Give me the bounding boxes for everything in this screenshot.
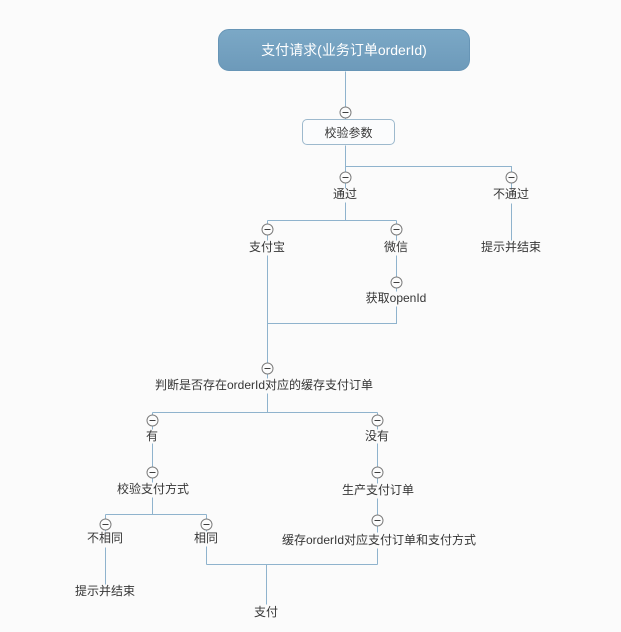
- collapse-toggle-icon[interactable]: [390, 276, 403, 289]
- collapse-toggle-icon[interactable]: [371, 414, 384, 427]
- edge-merge-pay: [206, 546, 378, 605]
- collapse-toggle-icon[interactable]: [339, 106, 352, 119]
- collapse-toggle-icon[interactable]: [371, 466, 384, 479]
- node-get-openid[interactable]: 获取openId: [365, 291, 427, 305]
- edge-openid-merge: [267, 306, 397, 324]
- node-cache-pay-order[interactable]: 缓存orderId对应支付订单和支付方式: [281, 533, 477, 547]
- collapse-toggle-icon[interactable]: [371, 514, 384, 527]
- collapse-toggle-icon[interactable]: [505, 171, 518, 184]
- collapse-toggle-icon[interactable]: [261, 223, 274, 236]
- edge-checkcache-branches: [152, 393, 378, 430]
- collapse-toggle-icon[interactable]: [146, 414, 159, 427]
- node-fail[interactable]: 不通过: [492, 187, 530, 201]
- node-not-same[interactable]: 不相同: [86, 531, 124, 545]
- collapse-toggle-icon[interactable]: [339, 171, 352, 184]
- node-fail-end[interactable]: 提示并结束: [480, 240, 542, 254]
- collapse-toggle-icon[interactable]: [146, 466, 159, 479]
- node-has-cache[interactable]: 有: [145, 429, 159, 443]
- edge-pass-branches: [267, 202, 397, 241]
- node-create-pay-order[interactable]: 生产支付订单: [341, 483, 415, 497]
- collapse-toggle-icon[interactable]: [200, 518, 213, 531]
- node-check-cache[interactable]: 判断是否存在orderId对应的缓存支付订单: [154, 378, 374, 392]
- node-verify-pay-method[interactable]: 校验支付方式: [116, 482, 190, 496]
- node-same[interactable]: 相同: [193, 531, 219, 545]
- collapse-toggle-icon[interactable]: [390, 223, 403, 236]
- node-wechat[interactable]: 微信: [383, 240, 409, 254]
- edge-verify-branches: [105, 497, 207, 532]
- node-no-cache[interactable]: 没有: [364, 429, 390, 443]
- node-not-same-end[interactable]: 提示并结束: [74, 584, 136, 598]
- node-pass[interactable]: 通过: [332, 187, 358, 201]
- edge-validate-branches: [345, 145, 512, 189]
- collapse-toggle-icon[interactable]: [99, 518, 112, 531]
- node-pay[interactable]: 支付: [253, 605, 279, 619]
- node-alipay[interactable]: 支付宝: [248, 240, 286, 254]
- node-payment-request-root[interactable]: 支付请求(业务订单orderId): [218, 29, 470, 71]
- collapse-toggle-icon[interactable]: [261, 362, 274, 375]
- node-validate-params[interactable]: 校验参数: [302, 119, 395, 145]
